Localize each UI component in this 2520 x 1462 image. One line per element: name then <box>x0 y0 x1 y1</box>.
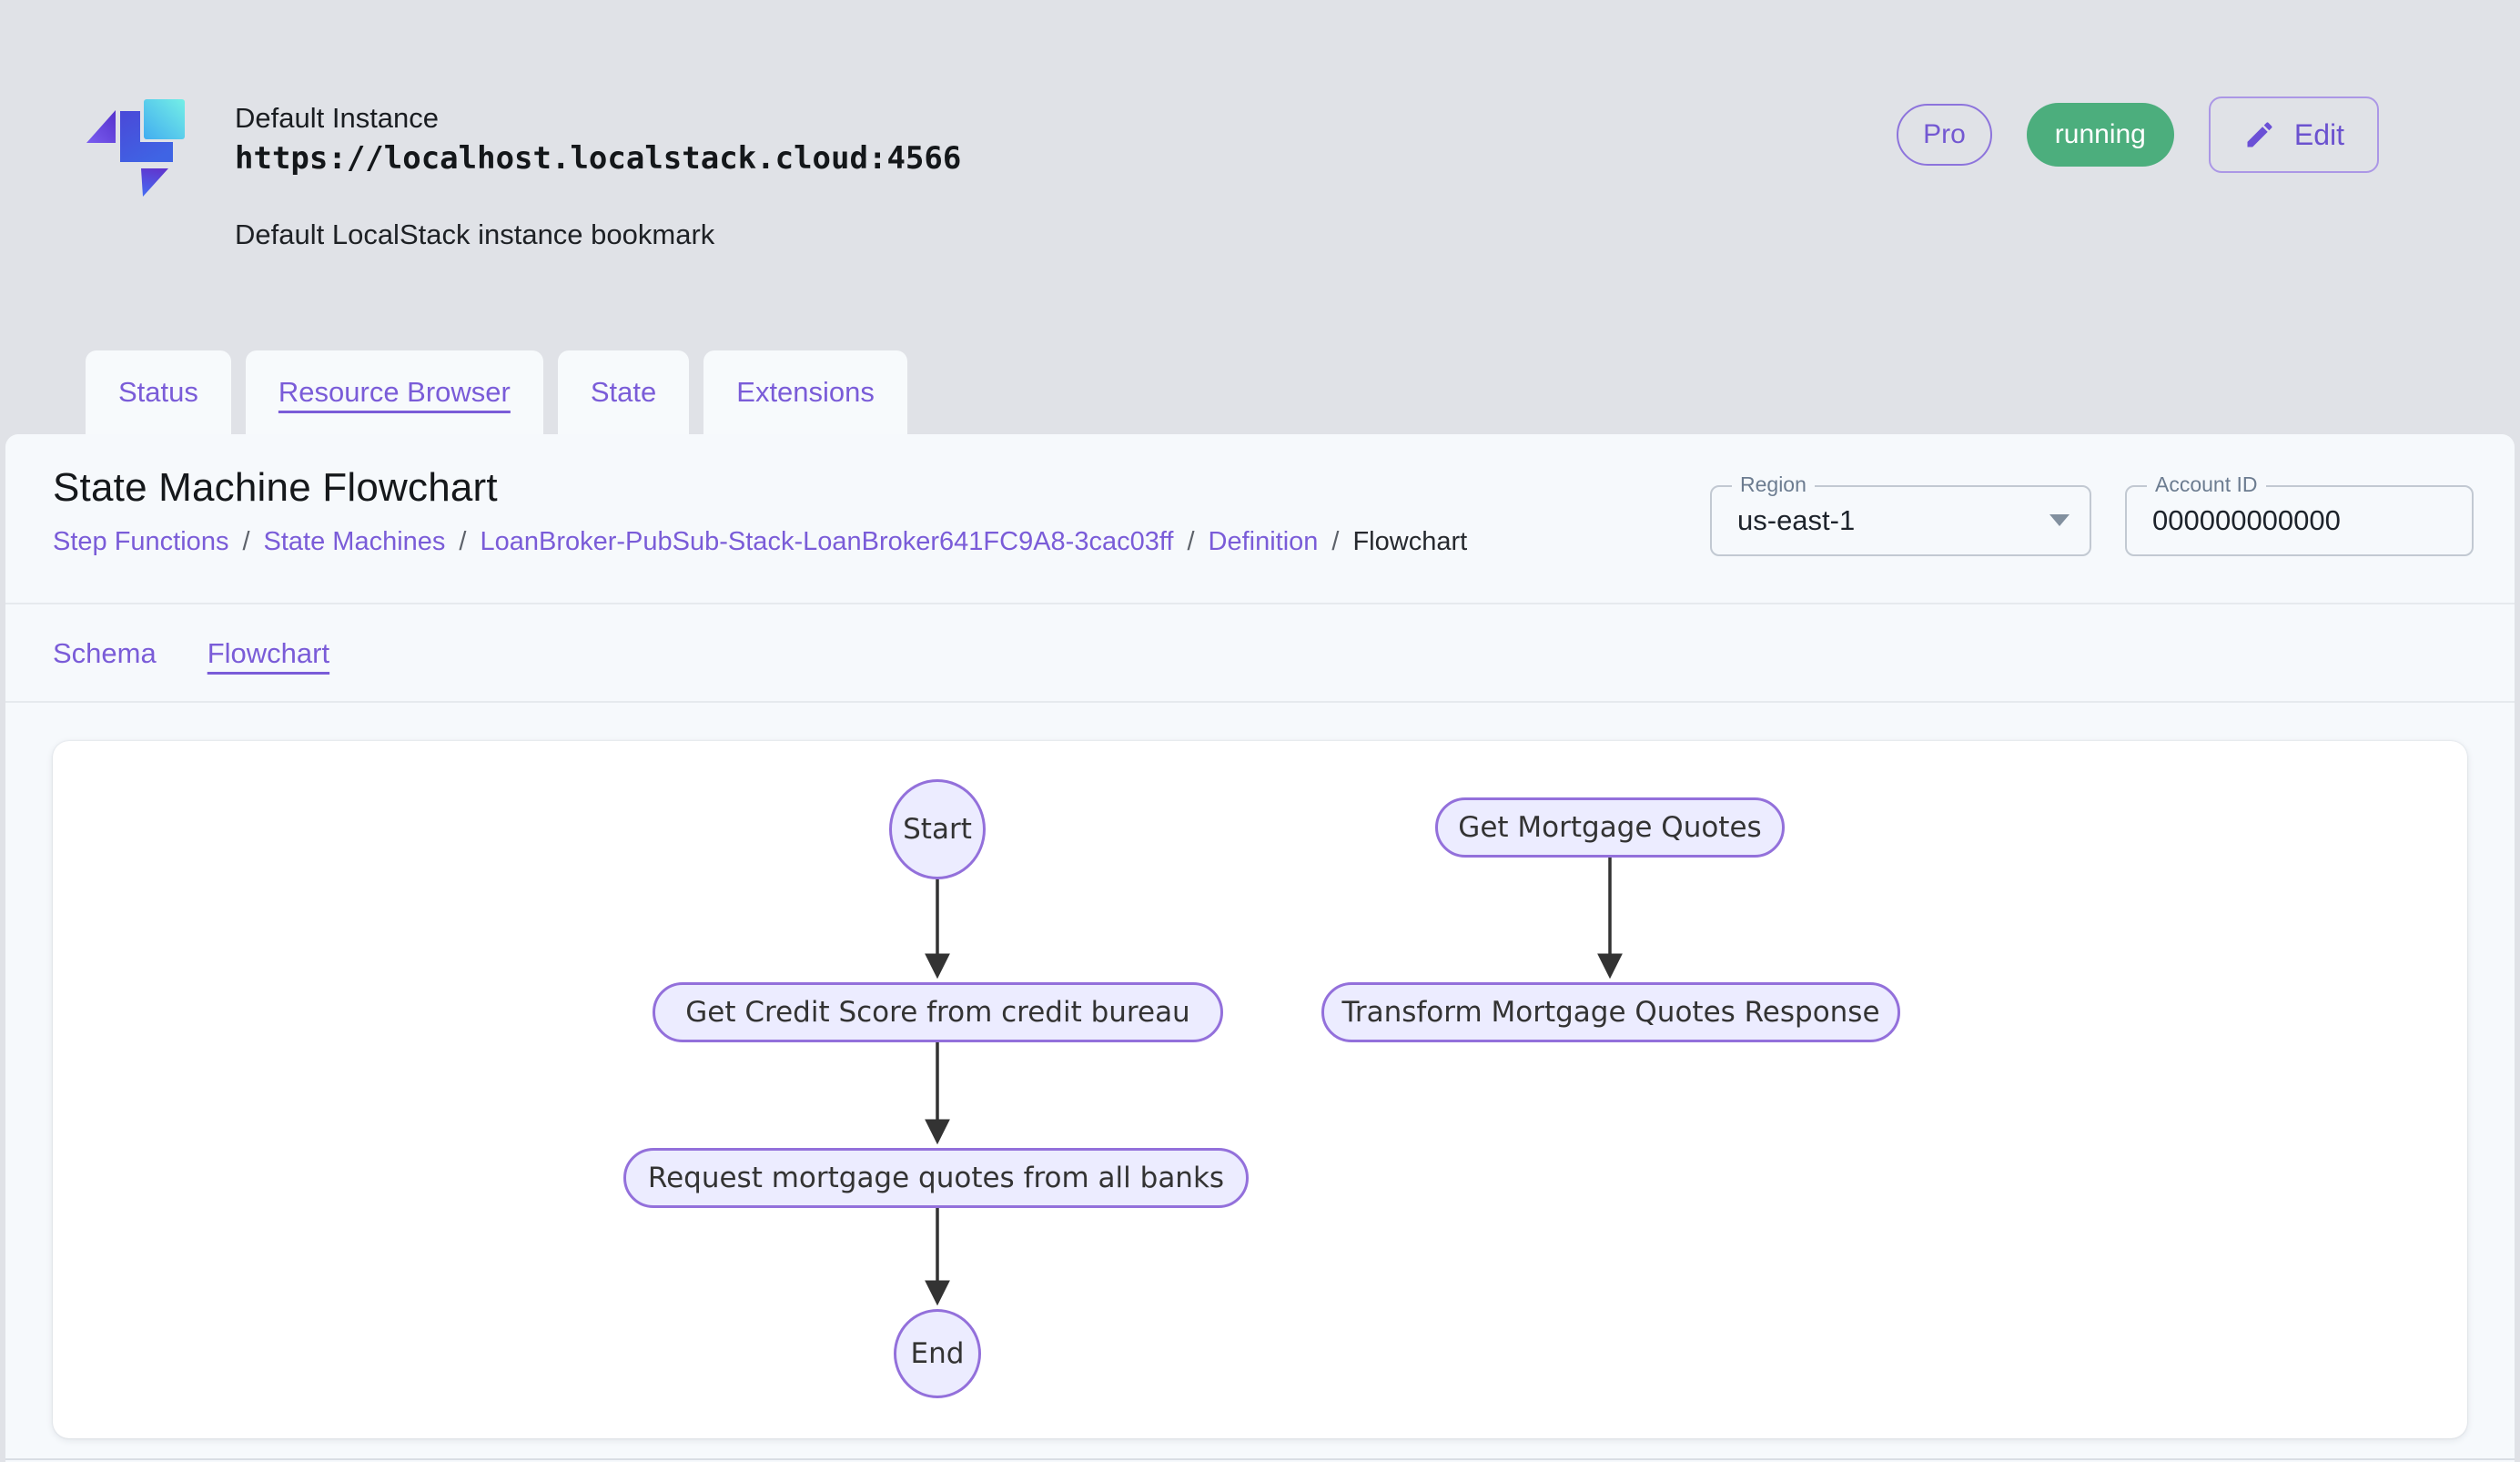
definition-subtabs: Schema Flowchart <box>5 606 2515 703</box>
breadcrumb-step-functions[interactable]: Step Functions <box>53 527 228 557</box>
breadcrumb-separator: / <box>459 527 466 557</box>
status-badge: running <box>2027 103 2174 167</box>
bottom-divider <box>5 1458 2515 1460</box>
breadcrumb-state-machine-id[interactable]: LoanBroker-PubSub-Stack-LoanBroker641FC9… <box>480 527 1173 557</box>
flow-node-get-credit-score: Get Credit Score from credit bureau <box>653 982 1223 1042</box>
pro-badge: Pro <box>1897 104 1992 166</box>
flow-node-get-mortgage-quotes: Get Mortgage Quotes <box>1435 797 1785 858</box>
edit-button-label: Edit <box>2294 118 2344 152</box>
tab-extensions[interactable]: Extensions <box>703 350 907 434</box>
page-header: State Machine Flowchart Step Functions /… <box>5 434 2515 604</box>
page-title: State Machine Flowchart <box>53 465 498 511</box>
header-actions: Pro running Edit <box>1897 96 2379 173</box>
subtab-flowchart[interactable]: Flowchart <box>207 637 329 670</box>
account-id-input[interactable] <box>2127 487 2472 554</box>
breadcrumb: Step Functions / State Machines / LoanBr… <box>53 527 1467 557</box>
breadcrumb-separator: / <box>242 527 249 557</box>
breadcrumb-separator: / <box>1187 527 1194 557</box>
flowchart-card: Start Get Credit Score from credit burea… <box>53 741 2467 1438</box>
chevron-down-icon <box>2049 514 2070 526</box>
breadcrumb-flowchart: Flowchart <box>1352 527 1467 557</box>
breadcrumb-state-machines[interactable]: State Machines <box>264 527 446 557</box>
subtab-schema[interactable]: Schema <box>53 637 157 670</box>
tab-state[interactable]: State <box>558 350 689 434</box>
instance-name: Default Instance <box>235 102 439 135</box>
instance-tabs: Status Resource Browser State Extensions <box>86 350 907 434</box>
flow-node-start: Start <box>889 779 986 879</box>
flow-node-end: End <box>894 1309 981 1398</box>
account-id-field: Account ID <box>2125 485 2474 556</box>
edit-button[interactable]: Edit <box>2209 96 2379 173</box>
flow-node-transform-response: Transform Mortgage Quotes Response <box>1321 982 1900 1042</box>
flow-node-request-quotes: Request mortgage quotes from all banks <box>623 1148 1249 1208</box>
instance-url: https://localhost.localstack.cloud:4566 <box>235 140 961 177</box>
tab-status[interactable]: Status <box>86 350 231 434</box>
localstack-logo <box>86 86 204 205</box>
tab-resource-browser[interactable]: Resource Browser <box>246 350 543 434</box>
pencil-icon <box>2243 118 2276 151</box>
region-select[interactable]: Region us-east-1 <box>1710 485 2091 556</box>
instance-description: Default LocalStack instance bookmark <box>235 218 714 251</box>
resource-browser-panel: State Machine Flowchart Step Functions /… <box>5 434 2515 1462</box>
region-select-value: us-east-1 <box>1737 487 1855 554</box>
flowchart-edges <box>53 741 2467 1438</box>
breadcrumb-separator: / <box>1331 527 1339 557</box>
breadcrumb-definition[interactable]: Definition <box>1209 527 1319 557</box>
